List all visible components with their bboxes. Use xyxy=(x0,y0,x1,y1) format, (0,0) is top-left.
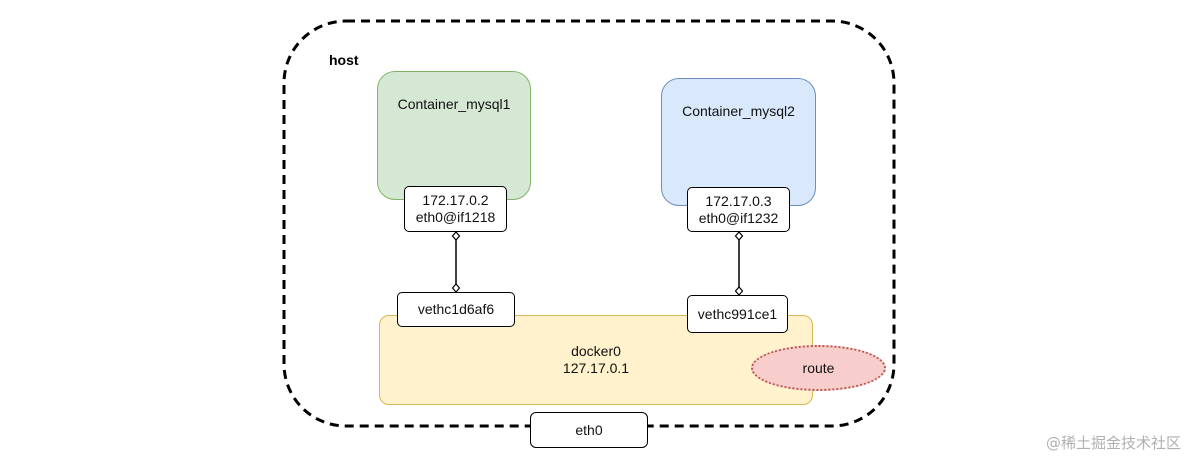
container-mysql1-label: Container_mysql1 xyxy=(397,96,511,112)
mysql1-interface[interactable]: 172.17.0.2 eth0@if1218 xyxy=(404,186,507,232)
route-label: route xyxy=(802,359,835,376)
mysql2-interface-ip: 172.17.0.3 xyxy=(705,192,772,209)
container-mysql1[interactable]: Container_mysql1 xyxy=(377,71,531,200)
veth-mysql1-label: vethc1d6af6 xyxy=(417,301,495,317)
mysql1-interface-name: eth0@if1218 xyxy=(415,209,496,225)
mysql1-interface-ip: 172.17.0.2 xyxy=(422,192,489,208)
link-mysql2-diamond-bottom xyxy=(734,286,744,296)
host-eth0[interactable]: eth0 xyxy=(530,412,648,448)
mysql2-interface-name: eth0@if1232 xyxy=(698,209,779,226)
route-ellipse[interactable]: route xyxy=(751,345,886,391)
docker0-ip: 127.17.0.1 xyxy=(562,360,630,376)
veth-mysql1[interactable]: vethc1d6af6 xyxy=(397,292,515,327)
link-mysql1-diamond-top xyxy=(451,231,461,241)
container-mysql2[interactable]: Container_mysql2 xyxy=(661,78,816,206)
host-eth0-label: eth0 xyxy=(575,421,603,438)
host-label: host xyxy=(329,52,359,68)
link-mysql2-diamond-top xyxy=(734,231,744,241)
veth-mysql2[interactable]: vethc991ce1 xyxy=(687,295,788,333)
veth-mysql2-label: vethc991ce1 xyxy=(697,305,778,322)
mysql2-interface[interactable]: 172.17.0.3 eth0@if1232 xyxy=(687,187,790,232)
container-mysql2-label: Container_mysql2 xyxy=(682,103,795,119)
docker0-name: docker0 xyxy=(571,343,621,359)
docker0-bridge[interactable]: docker0 127.17.0.1 xyxy=(379,315,813,405)
watermark: @稀土掘金技术社区 xyxy=(1045,434,1181,452)
link-mysql1-diamond-bottom xyxy=(451,283,461,293)
